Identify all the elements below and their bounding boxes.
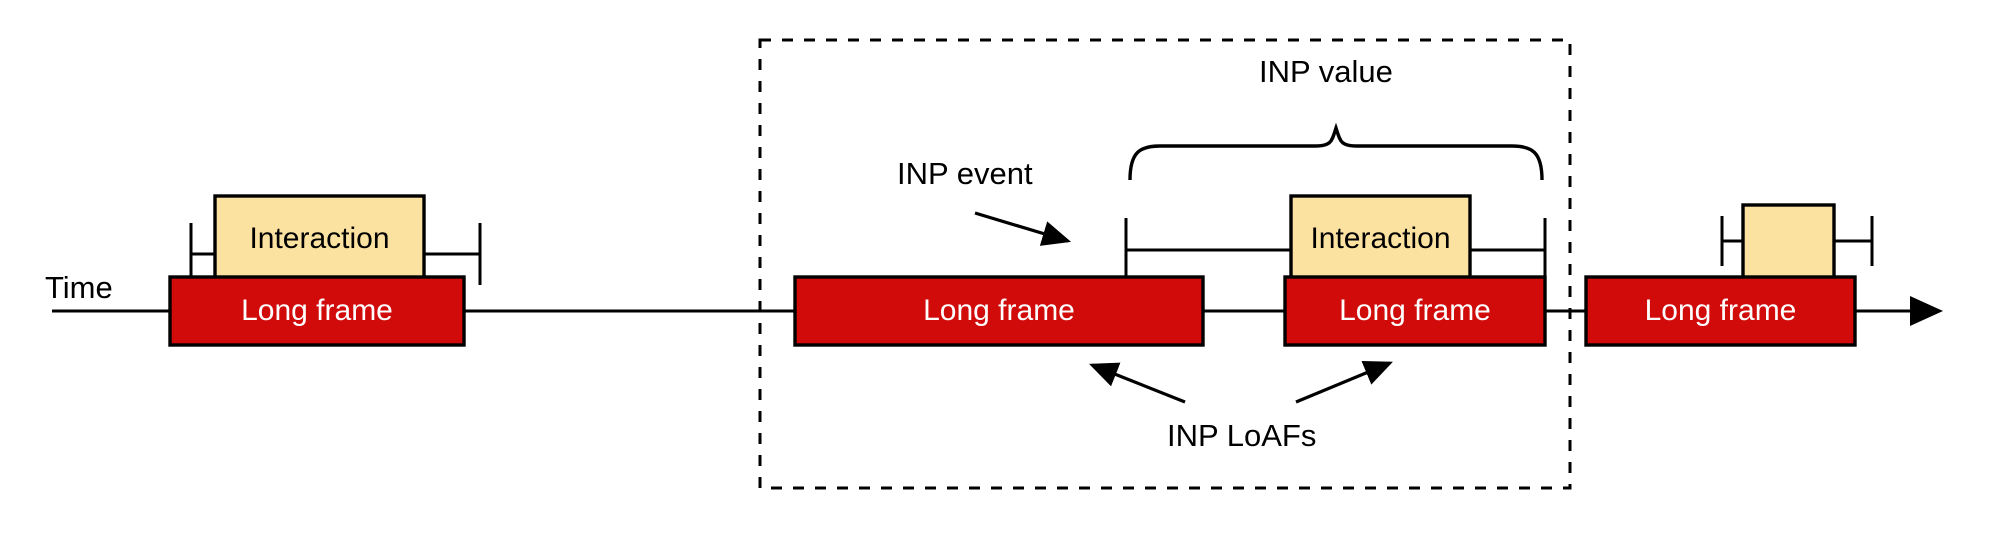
long-frame-bar-3	[1283, 275, 1547, 347]
interaction-1-whiskers	[189, 223, 482, 285]
interaction-3-whiskers	[1720, 216, 1874, 266]
inp-loafs-arrow-right	[1295, 360, 1393, 404]
interaction-box-2	[1289, 194, 1472, 284]
inp-event-arrow	[974, 211, 1072, 246]
inp-loafs-arrow-left	[1089, 362, 1186, 404]
inp-dashed-region	[758, 38, 1572, 490]
inp-value-brace	[1128, 122, 1544, 181]
inp-event-label: INP event	[897, 156, 1033, 191]
long-frame-bar-1	[168, 275, 466, 347]
inp-loafs-label: INP LoAFs	[1167, 418, 1317, 453]
interaction-boxes	[213, 194, 1836, 284]
interaction-2-whiskers	[1124, 218, 1547, 282]
interaction-box-1	[213, 194, 426, 284]
long-frame-bar-2	[793, 275, 1205, 347]
long-frame-bar-4	[1584, 275, 1857, 347]
long-frame-bars	[168, 275, 1857, 347]
inp-value-label: INP value	[1259, 54, 1393, 89]
time-axis-label: Time	[45, 270, 113, 305]
interaction-box-3	[1741, 203, 1836, 280]
